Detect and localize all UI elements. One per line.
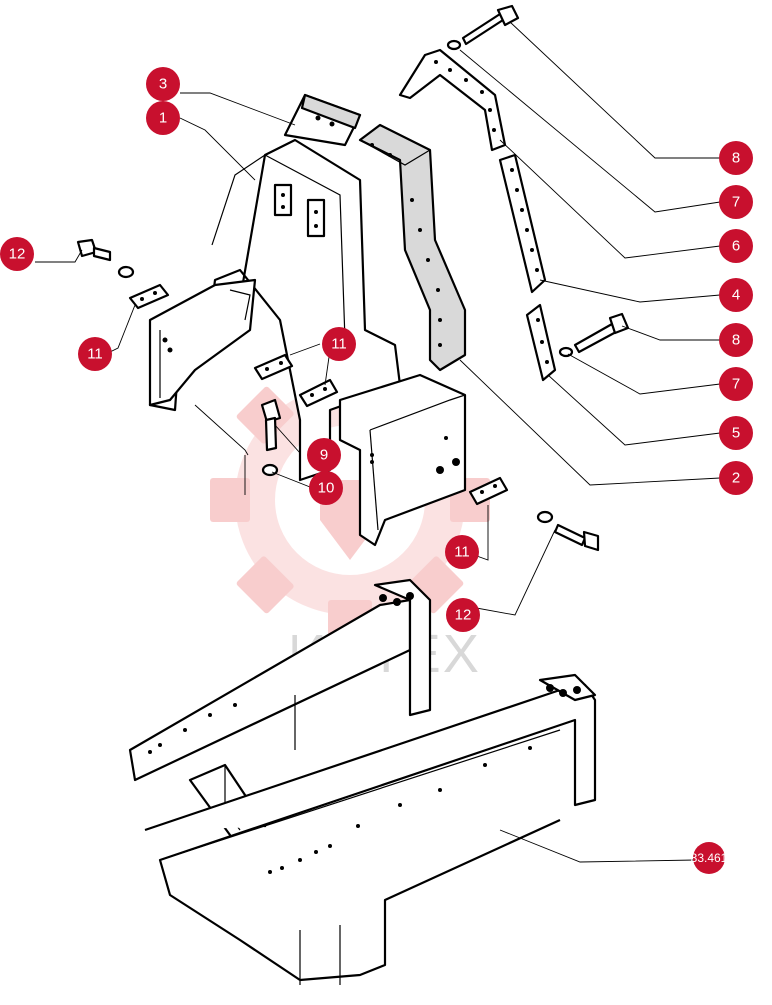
callout-2-label: 2 bbox=[732, 470, 740, 487]
part-11-block-left bbox=[128, 283, 170, 310]
callout-12-left-label: 12 bbox=[9, 246, 26, 263]
part-2-box-bracket bbox=[338, 373, 467, 547]
callout-7-top: 7 bbox=[719, 185, 753, 219]
callout-10-label: 10 bbox=[318, 480, 335, 497]
part-2-arm bbox=[358, 123, 467, 372]
callout-11-left: 11 bbox=[78, 337, 112, 371]
callout-11-center: 11 bbox=[322, 327, 356, 361]
part-3-plate bbox=[283, 93, 362, 147]
callout-9-label: 9 bbox=[320, 447, 328, 464]
callout-12-right-label: 12 bbox=[455, 607, 472, 624]
callout-11-right: 11 bbox=[445, 535, 479, 569]
part-5-link-plate bbox=[525, 303, 557, 382]
leader-lines bbox=[35, 21, 721, 863]
callout-9: 9 bbox=[307, 438, 341, 472]
callout-6-label: 6 bbox=[732, 238, 740, 255]
callout-1-label: 1 bbox=[159, 110, 167, 127]
part-11-block-right bbox=[468, 476, 509, 506]
callout-4: 4 bbox=[719, 278, 753, 312]
callout-7-mid: 7 bbox=[719, 367, 753, 401]
callout-3: 3 bbox=[146, 67, 180, 101]
part-11-block-center-a bbox=[253, 353, 294, 381]
part-9-bolt-vertical bbox=[260, 398, 282, 452]
part-1-main-bracket bbox=[148, 138, 402, 482]
part-6-link-plate bbox=[398, 48, 507, 152]
part-12-bolt-left bbox=[76, 238, 135, 279]
callout-8-mid-label: 8 bbox=[732, 332, 740, 349]
callout-1: 1 bbox=[146, 101, 180, 135]
callout-11-right-label: 11 bbox=[454, 544, 470, 561]
callout-12-left: 12 bbox=[0, 237, 34, 271]
callout-7-top-label: 7 bbox=[732, 194, 740, 211]
callout-8-top: 8 bbox=[719, 141, 753, 175]
callout-4-label: 4 bbox=[732, 287, 740, 304]
callout-5: 5 bbox=[719, 416, 753, 450]
callout-11-center-label: 11 bbox=[331, 336, 347, 353]
callout-10: 10 bbox=[309, 471, 343, 505]
callout-3-label: 3 bbox=[159, 76, 167, 93]
callout-5-label: 5 bbox=[732, 425, 740, 442]
part-11-block-center-b bbox=[298, 378, 339, 408]
callout-8-top-label: 8 bbox=[732, 150, 740, 167]
callout-ref-label: 33.461 bbox=[691, 851, 728, 865]
part-8-bolt-mid bbox=[558, 312, 630, 358]
callout-8-mid: 8 bbox=[719, 323, 753, 357]
part-12-bolt-right bbox=[536, 510, 600, 552]
callout-11-left-label: 11 bbox=[87, 346, 103, 363]
part-4-link-plate bbox=[498, 153, 547, 294]
callout-ref-33461: 33.461 bbox=[691, 842, 728, 874]
callout-2: 2 bbox=[719, 461, 753, 495]
callout-6: 6 bbox=[719, 229, 753, 263]
part-8-bolt-top bbox=[446, 4, 520, 51]
callout-7-mid-label: 7 bbox=[732, 376, 740, 393]
lower-frame bbox=[128, 578, 597, 985]
callout-12-right: 12 bbox=[446, 598, 480, 632]
